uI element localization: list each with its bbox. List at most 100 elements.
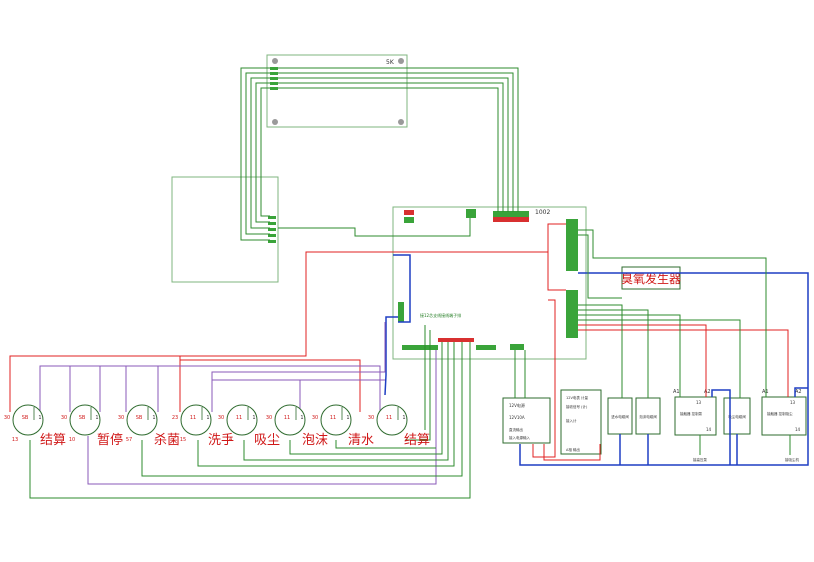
circle-button-icon — [180, 404, 212, 436]
card-reader-terminals — [268, 216, 276, 243]
push-button[interactable]: 11 30 1 14 吸尘 — [218, 404, 280, 448]
button-label: 洗手 — [208, 433, 234, 448]
button-code: 11 — [236, 415, 242, 421]
push-button[interactable]: SB 30 1 13 结算 — [4, 404, 66, 448]
button-pin-bottom: 57 — [126, 437, 132, 443]
circle-button-icon — [226, 404, 258, 436]
board-right-terminals-bottom — [566, 290, 578, 338]
ozone-generator: 臭氧发生器 — [621, 266, 681, 290]
svg-text:12V电表 计量: 12V电表 计量 — [566, 395, 588, 400]
board-right-terminals-top — [566, 219, 578, 271]
valve-box-2: 泡沫电磁阀 — [635, 397, 661, 435]
wires-green-bottom — [29, 229, 791, 499]
svg-text:A2: A2 — [704, 389, 711, 395]
svg-text:A2: A2 — [795, 389, 802, 395]
wires-blue — [384, 254, 809, 466]
button-pin-left: 30 — [312, 415, 318, 421]
button-pin-right: 1 — [152, 415, 155, 421]
svg-text:接触器 控制泵: 接触器 控制泵 — [680, 411, 703, 416]
display-terminals — [270, 67, 278, 90]
button-pin-bottom: 13 — [12, 437, 18, 443]
button-code: SB — [136, 415, 143, 421]
wire-note-label: 接12芯支线接线端子排 — [420, 312, 461, 318]
circle-button-icon — [320, 404, 352, 436]
energy-meter: 12V电表 计量 接收信号 (计) 接入计 A相 输出 — [560, 389, 602, 455]
board-left-terminal — [398, 302, 404, 322]
circle-button-icon — [126, 404, 158, 436]
circle-button-icon — [274, 404, 306, 436]
svg-text:13: 13 — [790, 400, 796, 405]
button-pin-right: 1 — [252, 415, 255, 421]
board-top-terminals — [493, 211, 529, 222]
board-bottom-terminals — [402, 338, 524, 350]
display-module: 5K — [266, 54, 408, 128]
button-pin-left: 30 — [368, 415, 374, 421]
valve-box-3: 吸尘电磁阀 — [723, 397, 751, 435]
button-pin-left: 30 — [118, 415, 124, 421]
button-pin-left: 30 — [61, 415, 67, 421]
display-label: 5K — [386, 59, 395, 66]
card-reader-module — [171, 176, 279, 283]
svg-text:A1: A1 — [762, 389, 769, 395]
svg-text:接入电源输入: 接入电源输入 — [509, 435, 530, 440]
button-label: 吸尘 — [254, 433, 280, 448]
button-pin-right: 1 — [206, 415, 209, 421]
button-label: 泡沫 — [302, 433, 328, 448]
button-pin-bottom: 14 — [226, 437, 232, 443]
svg-text:14: 14 — [706, 427, 712, 432]
push-button[interactable]: SB 30 1 57 杀菌 — [118, 404, 180, 448]
button-pin-right: 1 — [38, 415, 41, 421]
circle-button-icon — [376, 404, 408, 436]
button-pin-right: 1 — [402, 415, 405, 421]
button-pin-right: 1 — [346, 415, 349, 421]
button-pin-left: 30 — [266, 415, 272, 421]
circle-button-icon — [12, 404, 44, 436]
svg-text:接吸尘机: 接吸尘机 — [785, 457, 799, 462]
button-code: 11 — [190, 415, 196, 421]
svg-text:13: 13 — [696, 400, 702, 405]
wires-display-bundle — [240, 67, 519, 241]
button-code: SB — [22, 415, 29, 421]
button-code: 11 — [330, 415, 336, 421]
contactor-2: A1 A2 接触器 控制吸尘 13 14 接吸尘机 — [761, 389, 807, 462]
button-pin-right: 1 — [95, 415, 98, 421]
wires-purple — [39, 322, 437, 485]
control-board: 1002 — [392, 206, 587, 360]
svg-text:A相 输出: A相 输出 — [566, 447, 581, 452]
button-label: 结算 — [404, 433, 430, 448]
power-supply: 12V电源 12V10A 直流输出 接入电源输入 — [502, 397, 551, 444]
svg-text:吸尘电磁阀: 吸尘电磁阀 — [728, 414, 746, 419]
svg-text:12V10A: 12V10A — [509, 415, 525, 420]
button-label: 结算 — [40, 433, 66, 448]
screw-hole-icon — [272, 119, 278, 125]
valve-box-1: 进水电磁阀 — [607, 397, 633, 435]
svg-text:A1: A1 — [673, 389, 680, 395]
button-code: SB — [79, 415, 86, 421]
svg-text:接触器 控制吸尘: 接触器 控制吸尘 — [767, 411, 793, 416]
contactor-1: A1 A2 接触器 控制泵 13 14 接高压泵 — [673, 389, 717, 462]
svg-text:12V电源: 12V电源 — [509, 402, 525, 408]
screw-hole-icon — [272, 58, 278, 64]
button-pin-left: 23 — [172, 415, 178, 421]
push-button[interactable]: 11 30 1 清水 — [312, 404, 374, 448]
push-button[interactable]: 11 30 1 结算 — [368, 404, 430, 448]
svg-text:14: 14 — [795, 427, 801, 432]
svg-text:接入计: 接入计 — [566, 418, 577, 423]
wires-red — [9, 223, 789, 461]
svg-text:接高压泵: 接高压泵 — [693, 457, 707, 462]
button-code: 11 — [284, 415, 290, 421]
screw-hole-icon — [398, 58, 404, 64]
button-code: 11 — [386, 415, 392, 421]
button-label: 清水 — [348, 433, 374, 448]
svg-text:泡沫电磁阀: 泡沫电磁阀 — [639, 414, 657, 419]
button-pin-bottom: 10 — [69, 437, 75, 443]
button-label: 杀菌 — [154, 433, 180, 448]
button-pin-left: 30 — [218, 415, 224, 421]
circle-button-icon — [69, 404, 101, 436]
control-board-label: 1002 — [535, 209, 550, 216]
